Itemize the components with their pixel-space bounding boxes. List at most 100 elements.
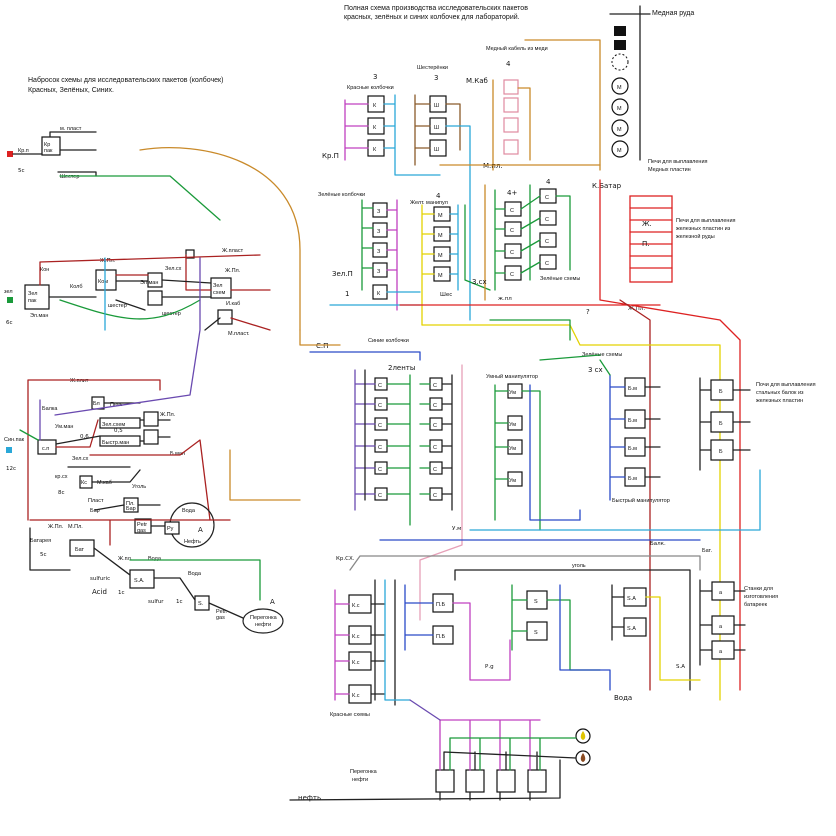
kr-p-label: Кр.П bbox=[322, 152, 339, 160]
zel-shem-assembler bbox=[99, 417, 141, 429]
svg-text:С: С bbox=[433, 467, 437, 473]
svg-text:К.с: К.с bbox=[352, 634, 360, 640]
m-plast-label: м. пласт bbox=[60, 126, 82, 132]
svg-text:1с: 1с bbox=[176, 599, 183, 605]
oil-refinery-assemblers bbox=[435, 769, 547, 793]
zh-pl-b-label: Ж.Пл. bbox=[628, 306, 645, 312]
svg-text:gas: gas bbox=[137, 528, 146, 534]
three-sx2-label: 3 сх bbox=[588, 366, 603, 374]
note-12s: 12с bbox=[6, 466, 16, 472]
voda-label: Вода bbox=[614, 694, 632, 702]
umn-man-label: Умный манипулятор bbox=[486, 373, 538, 380]
svg-text:Petr: Petr bbox=[137, 522, 147, 528]
svg-text:Зел: Зел bbox=[213, 283, 222, 289]
svg-text:Бл: Бл bbox=[93, 401, 100, 407]
zel-shemy-label: Зелёные схемы bbox=[540, 276, 580, 282]
svg-text:0,6: 0,6 bbox=[80, 434, 89, 440]
kr-shemy-label: Красные схемы bbox=[330, 712, 370, 718]
svg-text:Быстр.ман: Быстр.ман bbox=[102, 440, 129, 446]
right-diagram: Полная схема производства исследовательс… bbox=[289, 5, 816, 802]
right-title-line1: Полная схема производства исследовательс… bbox=[344, 5, 528, 12]
shes-label: Шес bbox=[440, 292, 452, 298]
svg-text:S: S bbox=[534, 599, 538, 605]
plast-label: Пласт bbox=[88, 498, 104, 504]
m-plast2-label: М.пласт. bbox=[228, 331, 250, 337]
note-5s: 5с bbox=[18, 168, 25, 174]
svg-text:Зел.схем: Зел.схем bbox=[102, 422, 125, 428]
svg-text:схем: схем bbox=[213, 290, 225, 296]
svg-text:К: К bbox=[373, 103, 377, 109]
pechi-zh-label-2: железных пластин из bbox=[676, 226, 731, 232]
svg-text:З: З bbox=[377, 269, 381, 275]
svg-text:Ш: Ш bbox=[434, 125, 439, 131]
med-ruda-label: Медная руда bbox=[652, 10, 694, 17]
zel-sx3-label: Зел.сх bbox=[72, 456, 89, 462]
zh-plit-label: Ж.плит bbox=[70, 378, 89, 384]
um-label: У.м bbox=[452, 526, 461, 532]
svg-text:Эл.ман: Эл.ман bbox=[140, 280, 158, 286]
k-batar-label: К.Батар bbox=[592, 182, 622, 190]
svg-text:Зел: Зел bbox=[28, 291, 37, 297]
zhelt-man-label: Желт. манипул bbox=[410, 200, 448, 206]
shester-label: Шестер bbox=[60, 174, 79, 180]
zel-label: зел bbox=[4, 289, 13, 295]
m-pl-label: М.Пл. bbox=[68, 524, 83, 530]
svg-text:К: К bbox=[373, 147, 377, 153]
svg-text:С: С bbox=[378, 403, 382, 409]
green-circuit-assemblers: С С С С С С С С bbox=[504, 188, 557, 281]
svg-text:М: М bbox=[438, 213, 443, 219]
svg-text:С: С bbox=[510, 272, 514, 278]
svg-text:Ум: Ум bbox=[509, 446, 516, 452]
svg-text:С: С bbox=[545, 217, 549, 223]
pechi-med-label-1: Печи для выплавления bbox=[648, 159, 708, 165]
kom-assembler bbox=[95, 269, 117, 291]
pereg-label-1: Перегонка bbox=[350, 769, 378, 775]
svg-text:Ш: Ш bbox=[434, 147, 439, 153]
sa-assembler bbox=[129, 569, 155, 589]
iron-furnaces: Ж. П. bbox=[629, 195, 673, 283]
svg-text:С: С bbox=[433, 445, 437, 451]
b-assembler-1 bbox=[143, 411, 159, 427]
zh-plast-label: Ж.пласт bbox=[222, 248, 244, 254]
svg-text:С: С bbox=[378, 467, 382, 473]
pechi-st-label-1: Почи для выплавления bbox=[756, 382, 816, 388]
svg-text:с.п: с.п bbox=[42, 446, 49, 452]
svg-text:С: С bbox=[433, 383, 437, 389]
ugol-label: уголь bbox=[572, 563, 586, 569]
green-pack-marker bbox=[7, 297, 13, 303]
svg-text:Бат: Бат bbox=[75, 547, 85, 553]
kon-label: Кон bbox=[40, 267, 49, 273]
svg-text:Б: Б bbox=[719, 421, 723, 427]
stanki-label-3: батареек bbox=[744, 602, 768, 608]
red-pack-marker bbox=[7, 151, 13, 157]
svg-text:Перегонка: Перегонка bbox=[250, 615, 278, 621]
svg-text:С: С bbox=[378, 383, 382, 389]
med-kabel-label: Медный кабель из меди bbox=[486, 45, 548, 52]
kolb-label: Колб bbox=[70, 284, 83, 290]
svg-text:С: С bbox=[378, 445, 382, 451]
green-pack-assembler bbox=[24, 284, 50, 310]
question-mark: ? bbox=[586, 308, 590, 316]
b-assembler-2 bbox=[143, 429, 159, 445]
svg-text:М: М bbox=[617, 85, 622, 91]
kr-p-label: Кр.п bbox=[18, 148, 29, 154]
svg-text:С: С bbox=[433, 423, 437, 429]
svg-text:4: 4 bbox=[436, 192, 441, 200]
pechi-st-label-3: железных пластин bbox=[756, 398, 803, 404]
svg-text:К.с: К.с bbox=[352, 693, 360, 699]
svg-text:З: З bbox=[377, 209, 381, 215]
svg-text:Ум: Ум bbox=[509, 478, 516, 484]
red-pack-label: Кр bbox=[44, 142, 50, 148]
svg-text:М: М bbox=[438, 253, 443, 259]
svg-text:Б.м: Б.м bbox=[628, 476, 637, 482]
svg-text:С: С bbox=[378, 493, 382, 499]
zh-pl2-label: Ж.Пл. bbox=[48, 524, 64, 530]
svg-text:Б.м: Б.м bbox=[628, 446, 637, 452]
note-5s2: 5с bbox=[40, 552, 47, 558]
a-mark: A bbox=[198, 526, 203, 534]
zh-pl-label: Ж.Пл. bbox=[100, 258, 116, 264]
smart-manip-assemblers: Ум Ум Ум Ум bbox=[507, 383, 523, 487]
svg-text:К.с: К.с bbox=[352, 660, 360, 666]
bar-label: Бар bbox=[90, 508, 100, 514]
kr-sx-label: Кр.СХ. bbox=[336, 556, 355, 562]
